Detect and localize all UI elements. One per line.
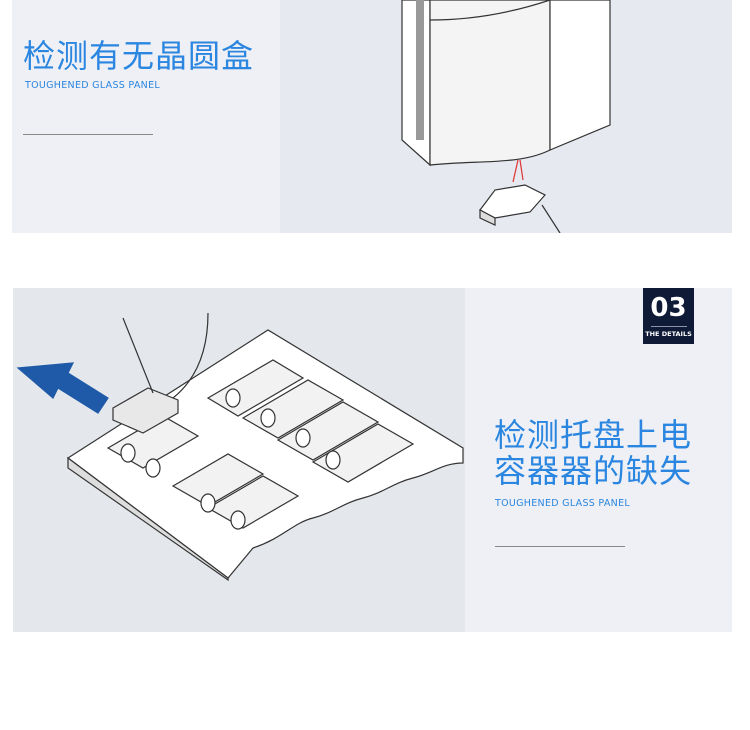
section2-title-line2: 容器器的缺失	[494, 452, 693, 490]
wafer-box-illustration	[280, 0, 732, 234]
badge-label: THE DETAILS	[645, 330, 692, 338]
divider	[495, 546, 625, 547]
tray-illustration	[13, 288, 465, 632]
section2-title-line1: 检测托盘上电	[494, 416, 693, 454]
divider	[23, 134, 153, 135]
section2-subtitle: TOUGHENED GLASS PANEL	[495, 498, 630, 509]
direction-arrow-icon	[16, 362, 109, 414]
section1-title: 检测有无晶圆盒	[23, 37, 255, 75]
badge-number: 03	[650, 293, 687, 323]
section1-subtitle: TOUGHENED GLASS PANEL	[25, 80, 160, 91]
badge-divider	[650, 326, 687, 327]
section-badge: 03 THE DETAILS	[643, 288, 694, 344]
